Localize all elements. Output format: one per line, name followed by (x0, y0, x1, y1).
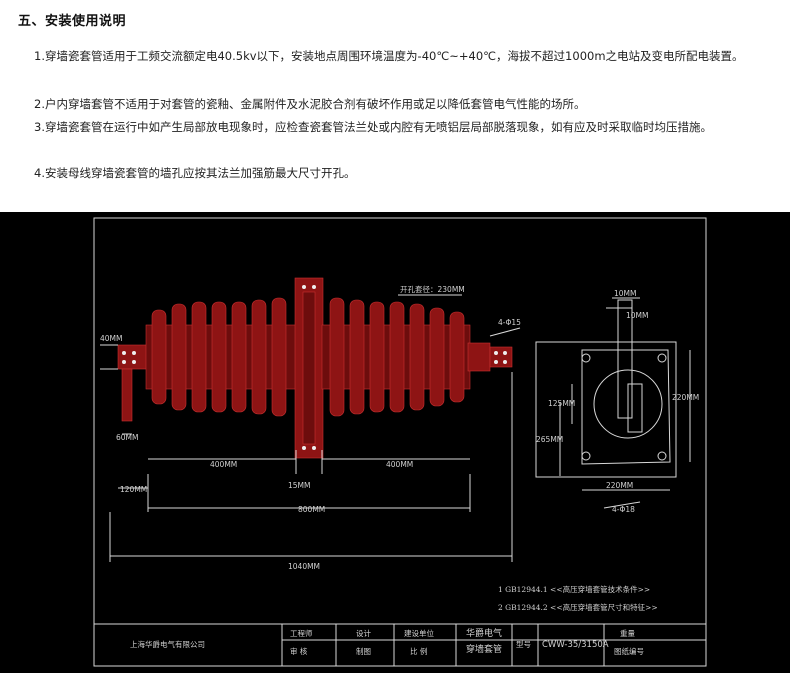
tb-model-label: 型号 (516, 640, 531, 649)
dim-120: 120MM (120, 485, 147, 494)
section-title: 五、安装使用说明 (18, 14, 127, 29)
paragraph-3: 3.穿墙瓷套管在运行中如产生局部放电现象时，应检查瓷套管法兰处或内腔有无喷铝层局… (34, 120, 712, 134)
tb-product-line2: 穿墙套管 (466, 643, 502, 655)
hole-size-label: 开孔套径：230MM (400, 284, 465, 294)
dim-10-slot: 10MM (626, 311, 649, 320)
dim-60: 60MM (116, 433, 139, 442)
dim-10-top: 10MM (614, 289, 637, 298)
standard-note-2: 2 GB12944.2 <<高压穿墙套管尺寸和特征>> (498, 602, 658, 612)
holes-4-phi18: 4-Φ18 (612, 505, 635, 514)
dim-125: 125MM (548, 399, 575, 408)
paragraph-2: 2.户内穿墙套管不适用于对套管的瓷釉、金属附件及水泥胶合剂有破坏作用或足以降低套… (34, 97, 586, 111)
tb-ratio: 比 例 (410, 646, 427, 656)
dim-265: 265MM (536, 435, 563, 444)
dim-1040: 1040MM (288, 562, 320, 571)
dim-15: 15MM (288, 481, 311, 490)
bushing-body (117, 277, 513, 459)
dim-220-horizontal: 220MM (606, 481, 633, 490)
tb-product-line1: 华爵电气 (466, 627, 502, 639)
tb-drawing-no: 图纸编号 (614, 646, 644, 656)
dim-400-left: 400MM (210, 460, 237, 469)
drawing-frame (93, 217, 707, 667)
standard-note-1: 1 GB12944.1 <<高压穿墙套管技术条件>> (498, 584, 650, 594)
tb-unit: 建设单位 (404, 628, 434, 638)
dimension-lines (100, 294, 521, 562)
dim-220-vertical: 220MM (672, 393, 699, 402)
company-name: 上海华爵电气有限公司 (130, 639, 205, 649)
tb-designer: 设计 (356, 628, 371, 638)
cad-drawing-svg: 40MM 60MM 400MM 400MM 15MM 120MM 800MM 1… (93, 217, 707, 667)
title-block (94, 623, 706, 666)
dim-400-right: 400MM (386, 460, 413, 469)
tb-reviewer: 审 核 (290, 646, 308, 656)
tb-model-value: CWW-35/3150A (542, 640, 609, 650)
tb-engineer: 工程师 (290, 628, 313, 638)
installation-instructions: 五、安装使用说明 1.穿墙瓷套管适用于工频交流额定电40.5kv以下，安装地点周… (0, 0, 790, 212)
technical-drawing: 40MM 60MM 400MM 400MM 15MM 120MM 800MM 1… (0, 212, 790, 673)
flange-side-view (535, 297, 691, 509)
holes-4-phi15: 4-Φ15 (498, 318, 521, 327)
paragraph-1: 1.穿墙瓷套管适用于工频交流额定电40.5kv以下，安装地点周围环境温度为-40… (34, 49, 744, 63)
tb-drafter: 制图 (356, 646, 371, 656)
paragraph-4: 4.安装母线穿墙瓷套管的墙孔应按其法兰加强筋最大尺寸开孔。 (34, 166, 356, 180)
dim-800: 800MM (298, 505, 325, 514)
tb-weight: 重量 (620, 629, 635, 638)
dim-40: 40MM (100, 334, 123, 343)
